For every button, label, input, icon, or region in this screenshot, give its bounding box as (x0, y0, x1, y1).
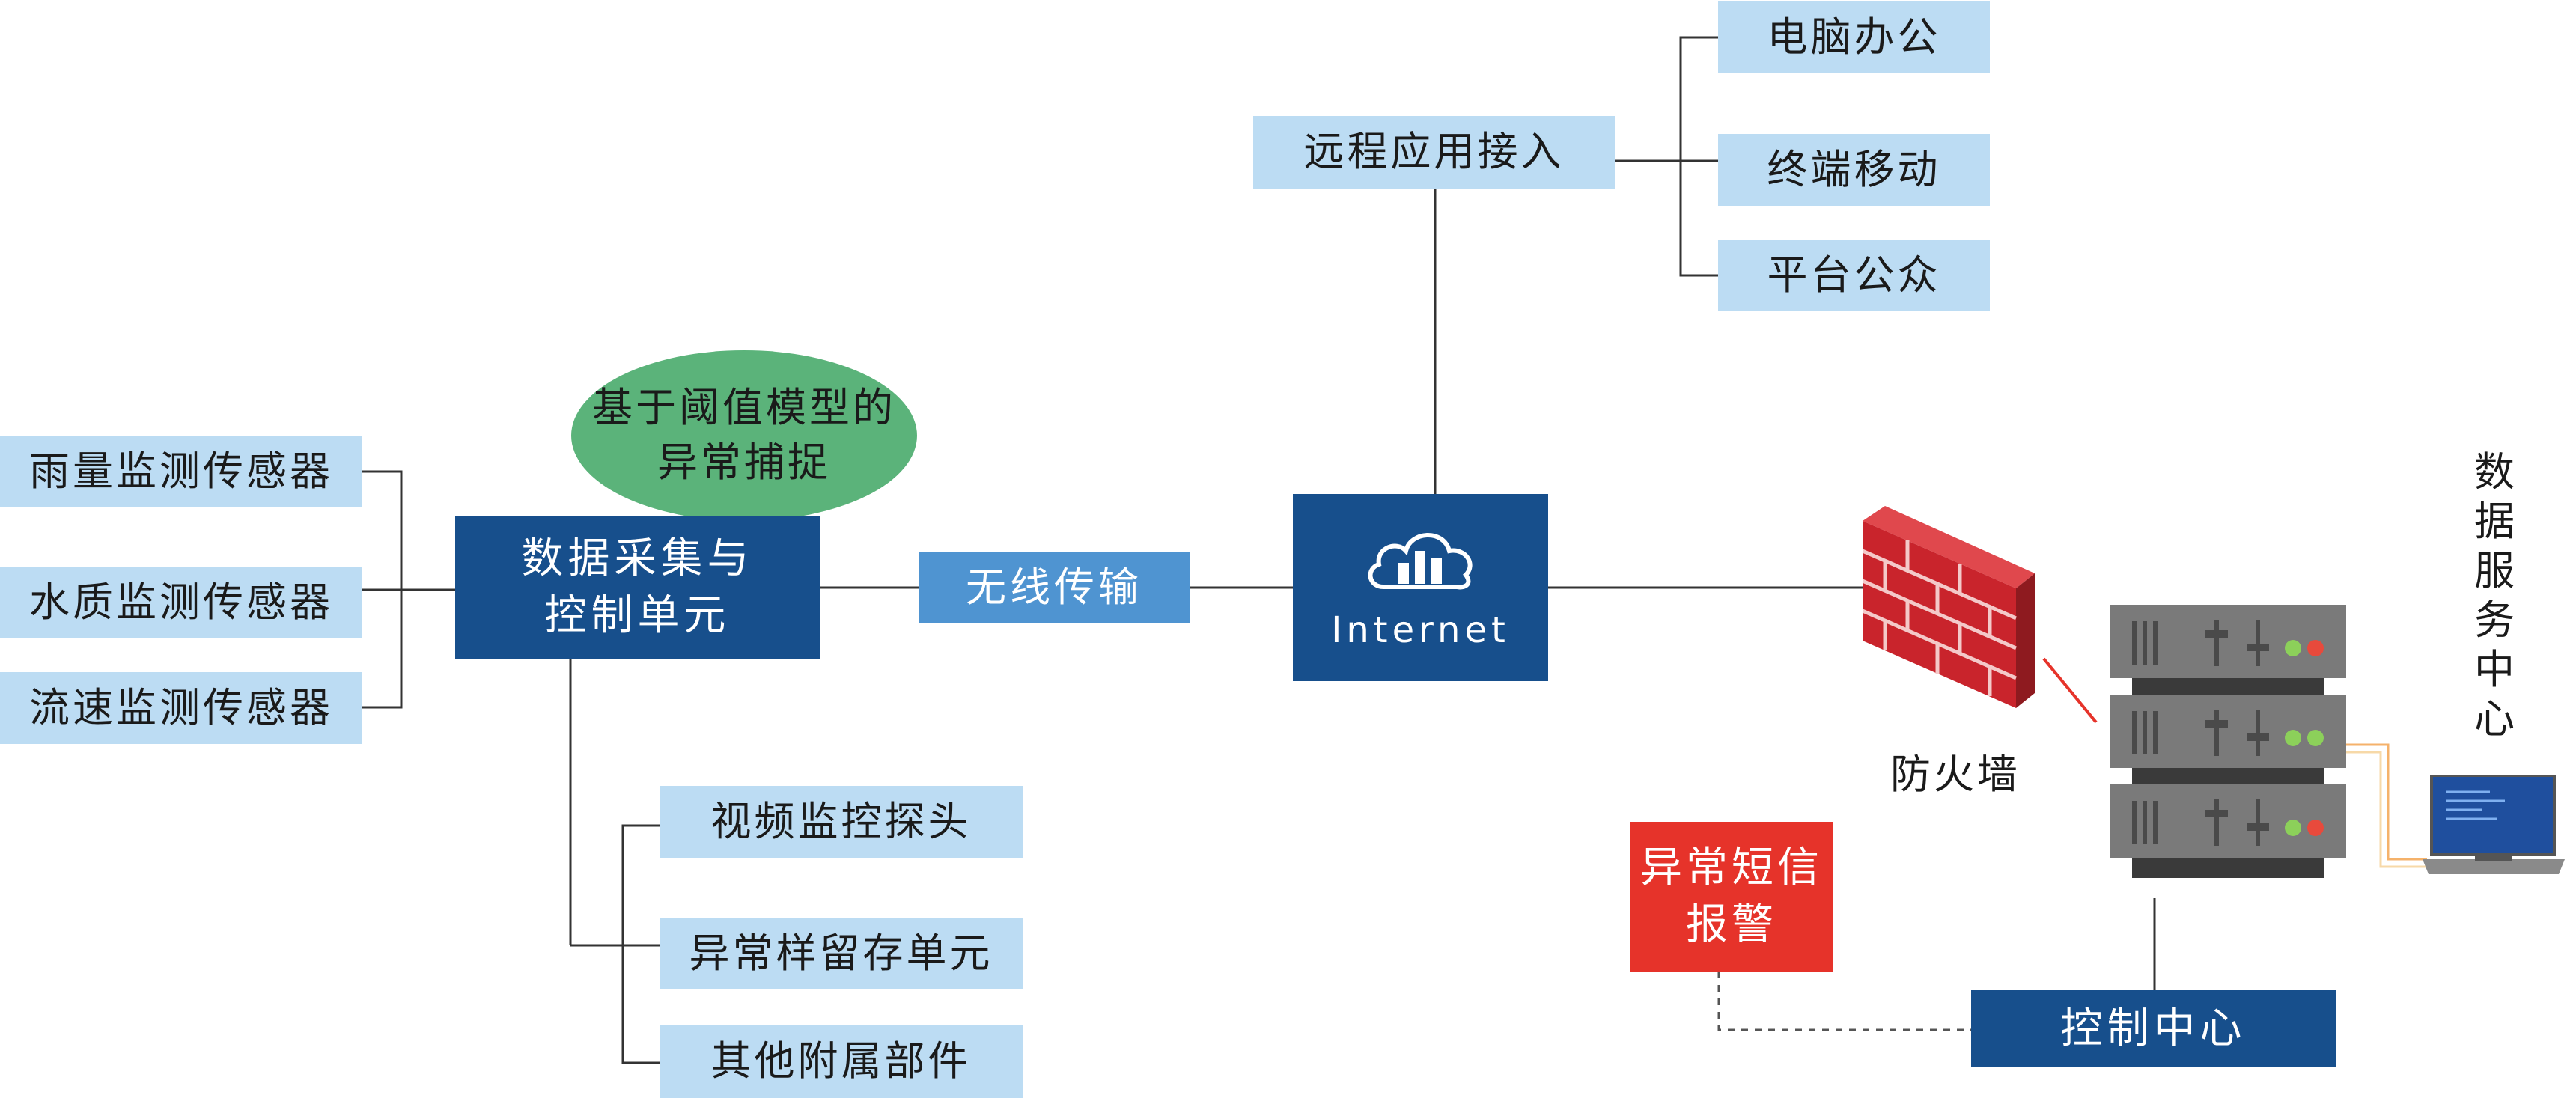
sensor-flow-speed: 流速监测传感器 (0, 672, 362, 744)
sms-alarm: 异常短信 报警 (1630, 822, 1833, 972)
remote-target-mobile: 终端移动 (1718, 134, 1990, 206)
laptop-icon (2423, 775, 2565, 874)
sensor-rainfall: 雨量监测传感器 (0, 436, 362, 507)
control-center: 控制中心 (1971, 990, 2336, 1067)
anomaly-capture-ellipse: 基于阈值模型的 异常捕捉 (571, 350, 917, 521)
remote-target-public-platform: 平台公众 (1718, 240, 1990, 311)
acquisition-control-unit: 数据采集与 控制单元 (455, 516, 820, 659)
sensor-water-quality: 水质监测传感器 (0, 567, 362, 638)
internet-node: Internet (1293, 494, 1548, 681)
remote-access: 远程应用接入 (1253, 116, 1615, 189)
wireless-transmission: 无线传输 (919, 552, 1190, 623)
peripheral-video-camera: 视频监控探头 (660, 786, 1023, 858)
firewall-label: 防火墙 (1890, 751, 2021, 798)
data-service-center-label: 数据服务中心 (2474, 448, 2515, 742)
remote-target-pc-office: 电脑办公 (1718, 1, 1990, 73)
peripheral-sample-storage: 异常样留存单元 (660, 918, 1023, 989)
peripheral-other-parts: 其他附属部件 (660, 1025, 1023, 1098)
server-rack-icon (2110, 605, 2346, 878)
internet-label: Internet (1331, 609, 1510, 651)
cloud-chart-icon (1368, 532, 1472, 590)
firewall-icon (1863, 506, 2035, 708)
